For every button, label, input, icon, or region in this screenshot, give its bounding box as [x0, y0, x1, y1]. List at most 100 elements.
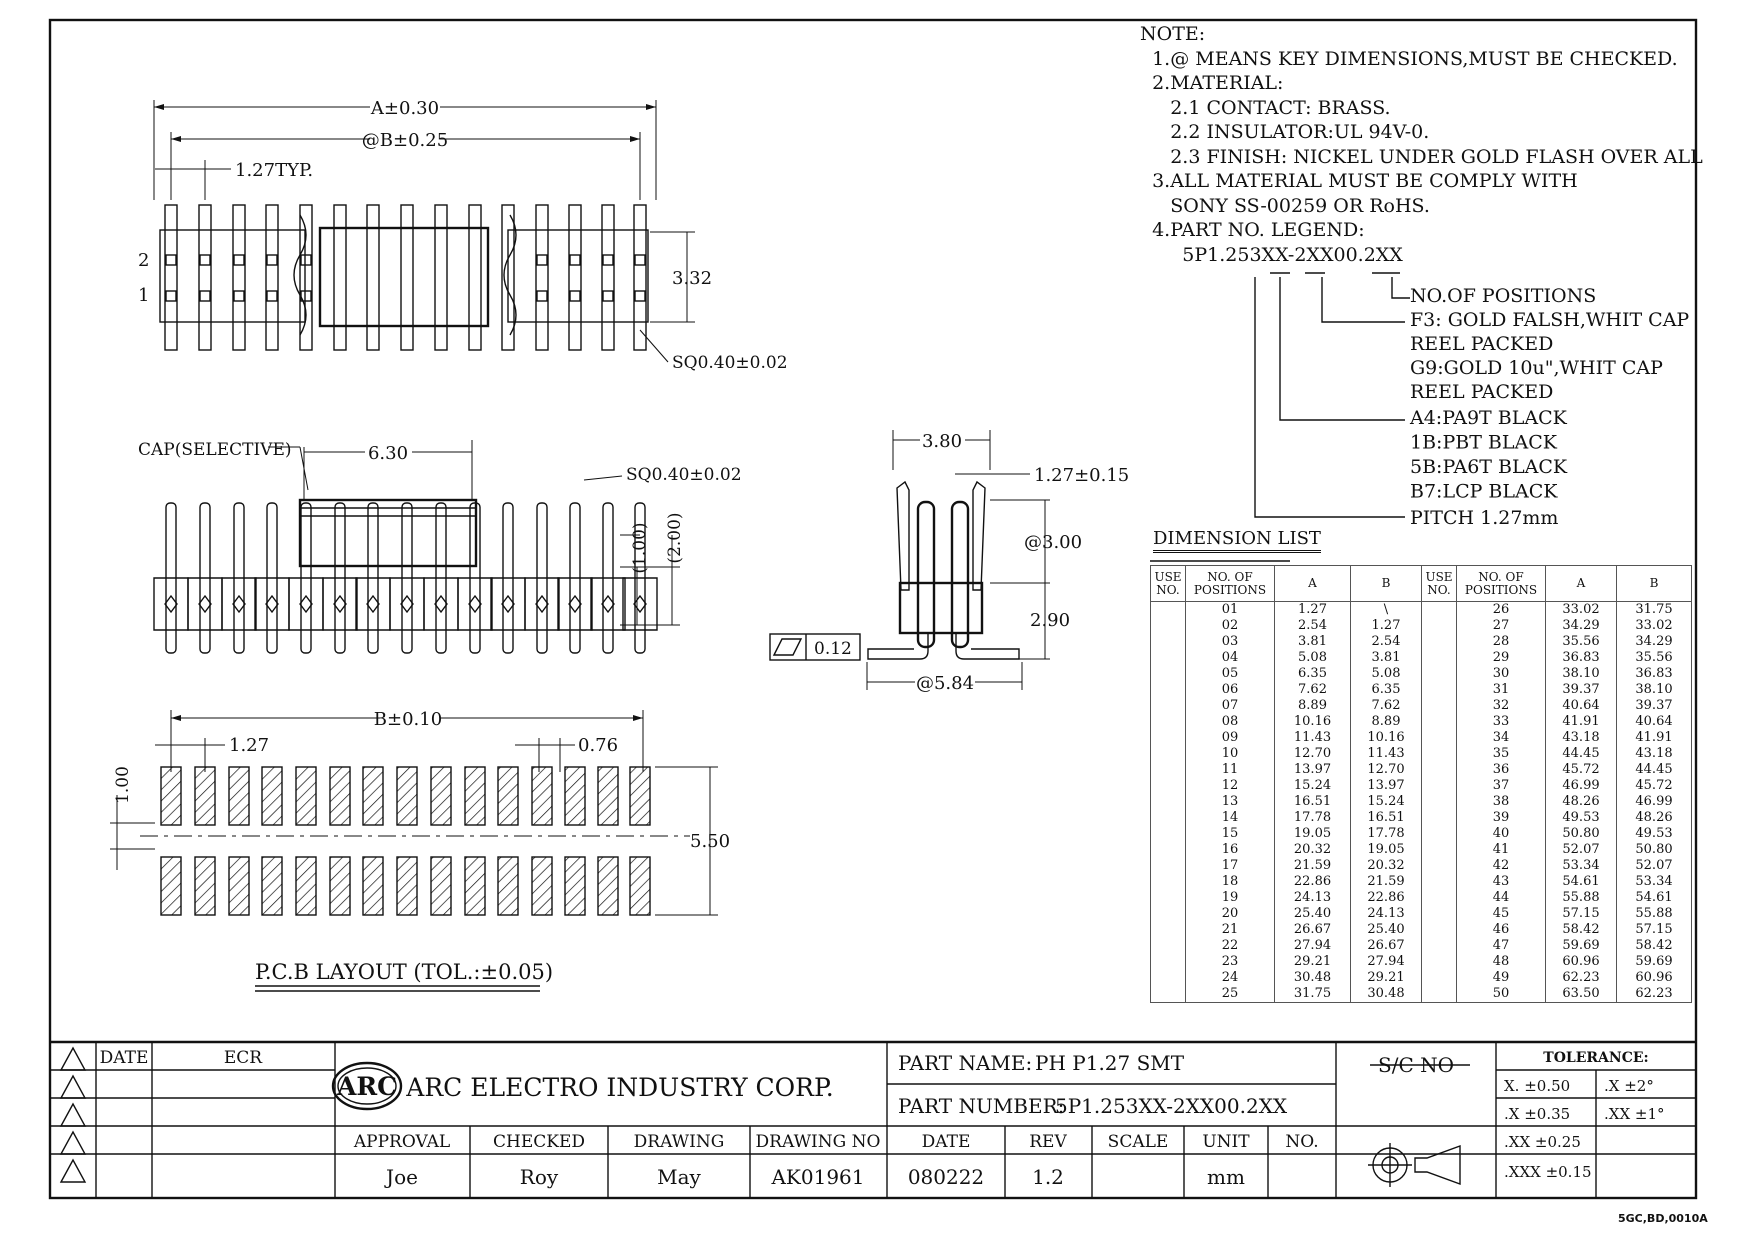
dimension-list-cell: 28 — [1456, 634, 1546, 650]
sq-label-top: SQ0.40±0.02 — [672, 353, 788, 373]
pin-square — [266, 254, 278, 266]
dimension-list-cell: 15.24 — [1350, 794, 1422, 810]
tb-header: DATE — [922, 1132, 971, 1152]
dimension-list-cell: 54.61 — [1616, 890, 1692, 906]
dimension-list-cell — [1150, 826, 1186, 842]
dimension-list-cell: 32 — [1456, 698, 1546, 714]
front-pin-housing — [590, 577, 626, 631]
pin-square — [634, 290, 646, 302]
tol-1: .X ±2° — [1604, 1077, 1654, 1095]
legend-insulator-line: 1B:PBT BLACK — [1410, 432, 1558, 454]
dimension-list-cell — [1421, 650, 1457, 666]
title-block-grid — [50, 1040, 1696, 1198]
tb-header: REV — [1029, 1132, 1067, 1152]
top-pin — [299, 204, 313, 351]
pcb-pad — [597, 766, 619, 826]
dimension-list-cell: 55.88 — [1545, 890, 1617, 906]
dimension-list-cell: 47 — [1456, 938, 1546, 954]
dimension-list-cell — [1150, 714, 1186, 730]
dimension-list-cell: 08 — [1185, 714, 1275, 730]
dimension-list-cell: 63.50 — [1545, 986, 1617, 1003]
dimension-list-cell: 34 — [1456, 730, 1546, 746]
dimension-list-cell — [1150, 650, 1186, 666]
dimension-list-cell: 13.97 — [1274, 762, 1351, 778]
top-pin — [333, 204, 347, 351]
dimension-list-header-cell: A — [1274, 565, 1351, 602]
row-1-label: 1 — [138, 285, 149, 306]
pcb-pad — [295, 856, 317, 916]
dimension-list-cell: 11 — [1185, 762, 1275, 778]
dimension-list-cell: 31.75 — [1616, 601, 1692, 618]
dimension-list-cell: 30.48 — [1350, 986, 1422, 1003]
dimension-list-cell: 22 — [1185, 938, 1275, 954]
dimension-list-cell: 14 — [1185, 810, 1275, 826]
pcb-pad — [194, 856, 216, 916]
dimension-list-cell: 24.13 — [1274, 890, 1351, 906]
dimension-list-cell: 12.70 — [1274, 746, 1351, 762]
pin-square — [536, 254, 548, 266]
dimension-list-cell — [1150, 970, 1186, 986]
revision-triangle-icon — [59, 1102, 87, 1127]
pin-square — [634, 254, 646, 266]
pcb-pad — [261, 766, 283, 826]
tb-header: UNIT — [1202, 1132, 1250, 1152]
dimension-list-cell: 41 — [1456, 842, 1546, 858]
top-pin — [366, 204, 380, 351]
dimension-list-cell — [1421, 938, 1457, 954]
dimension-list-cell: 62.23 — [1545, 970, 1617, 986]
dim-side-foot: @5.84 — [916, 673, 974, 694]
dimension-list-cell: 19.05 — [1350, 842, 1422, 858]
dimension-list-cell: 13 — [1185, 794, 1275, 810]
legend-finish-line: G9:GOLD 10u",WHIT CAP — [1410, 357, 1663, 379]
dimension-list-cell: 24.13 — [1350, 906, 1422, 922]
tb-header: DRAWING NO — [756, 1132, 881, 1152]
dimension-list-cell: 18 — [1185, 874, 1275, 890]
pcb-pad — [629, 856, 651, 916]
dimension-list-cell: 17.78 — [1274, 810, 1351, 826]
dimension-list-cell: 38.10 — [1616, 682, 1692, 698]
tol-5: .XXX ±0.15 — [1504, 1163, 1592, 1181]
pcb-dim-h: 1.00 — [113, 766, 133, 804]
front-pin-housing — [524, 577, 560, 631]
dimension-list-header-cell: B — [1616, 565, 1692, 602]
dimension-list-cell: 29.21 — [1274, 954, 1351, 970]
dim-2mm: (2.00) — [665, 512, 685, 563]
dimension-list-cell: 21.59 — [1350, 874, 1422, 890]
note-line: 3.ALL MATERIAL MUST BE COMPLY WITH — [1140, 170, 1578, 192]
pin-square — [165, 254, 177, 266]
dimension-list-cell: 35.56 — [1545, 634, 1617, 650]
dimension-list-cell — [1150, 746, 1186, 762]
dimension-list-header-cell: USE NO. — [1150, 565, 1186, 602]
dim-side-width: 3.80 — [922, 431, 962, 452]
sc-no-label: S/C NO — [1378, 1053, 1454, 1077]
part-name-value: PH P1.27 SMT — [1035, 1051, 1185, 1075]
dimension-list-cell: 15 — [1185, 826, 1275, 842]
dimension-list-cell — [1421, 826, 1457, 842]
pcb-pad — [531, 766, 553, 826]
pcb-pad — [497, 856, 519, 916]
pin-square — [300, 254, 312, 266]
dimension-list-cell: 42 — [1456, 858, 1546, 874]
footer-code: 5GC,BD,0010A — [1618, 1212, 1708, 1225]
tb-value: AK01961 — [770, 1165, 864, 1189]
title-block-text: DATE ECR ARC ARC ELECTRO INDUSTRY CORP. … — [100, 1048, 1665, 1189]
dimension-list-cell: 04 — [1185, 650, 1275, 666]
pin-square — [233, 290, 245, 302]
note-line: SONY SS-00259 OR RoHS. — [1140, 194, 1430, 217]
tol-2: .X ±0.35 — [1504, 1105, 1570, 1123]
dimension-list-cell: 06 — [1185, 682, 1275, 698]
dimension-list-cell — [1421, 874, 1457, 890]
dimension-list-cell: 20 — [1185, 906, 1275, 922]
note-line: 4.PART NO. LEGEND: — [1140, 219, 1365, 241]
dimension-list-cell: 60.96 — [1616, 970, 1692, 986]
dimension-list-cell: 40.64 — [1545, 698, 1617, 714]
dimension-list-cell: 39 — [1456, 810, 1546, 826]
